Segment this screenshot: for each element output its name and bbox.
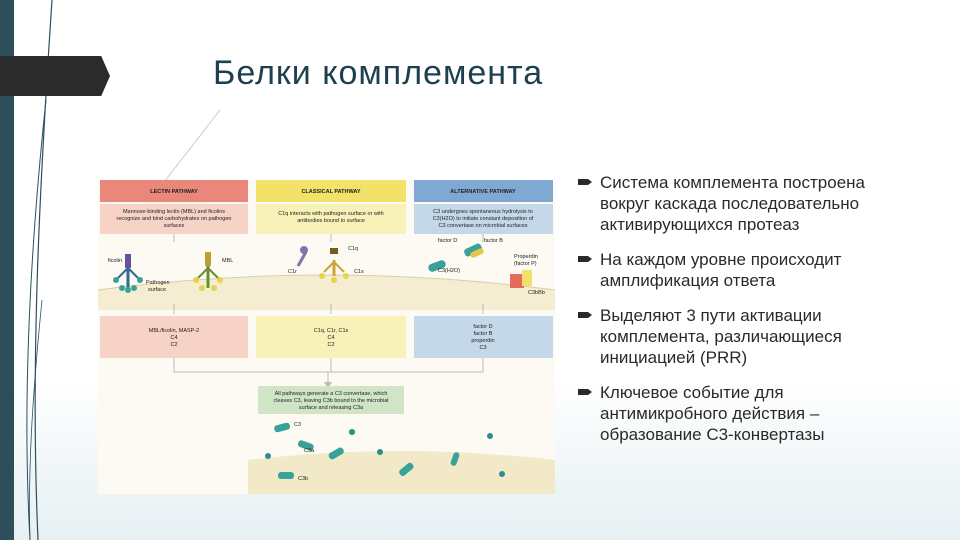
bullet-item: Выделяют 3 пути активации комплемента, р… — [578, 305, 908, 368]
alternative-desc-line3: C3 convertase on microbial surfaces — [439, 223, 528, 229]
ficolin-molecule — [113, 254, 143, 293]
pencil-bullet-icon — [578, 179, 592, 185]
label-c3a: C3a — [304, 448, 315, 454]
result-line3: surface and releasing C3a — [299, 405, 364, 411]
factor-b-molecule — [464, 243, 484, 258]
bullet-item: Ключевое событие для антимикробного дейс… — [578, 382, 908, 445]
label-c3: C3 — [294, 422, 301, 428]
complement-pathways-figure: LECTIN PATHWAY Mannose-binding lectin (M… — [98, 180, 555, 494]
mbl-molecule — [193, 252, 223, 291]
classical-comp1: C1q, C1r, C1s — [314, 328, 349, 334]
lectin-comp2: C4 — [170, 335, 177, 341]
bullet-text: На каждом уровне происходит амплификация… — [600, 250, 842, 290]
label-properdin-alt: (factor P) — [514, 261, 537, 267]
label-surface: surface — [148, 287, 166, 293]
lectin-header-box — [100, 180, 248, 202]
lectin-desc-line1: Mannose-binding lectin (MBL) and ficolin… — [123, 209, 225, 215]
label-c3bbb: C3bBb — [528, 290, 545, 296]
lectin-desc-box — [100, 204, 248, 234]
classical-comp2: C4 — [327, 335, 334, 341]
classical-comp3: C2 — [327, 342, 334, 348]
classical-desc-box — [256, 204, 406, 234]
alternative-comp3: properdin — [471, 338, 494, 344]
left-accent-bar — [0, 0, 14, 540]
bullet-item: На каждом уровне происходит амплификация… — [578, 249, 908, 291]
classical-desc-line1: C1q interacts with pathogen surface or w… — [278, 211, 383, 217]
bullet-list: Система комплемента построена вокруг кас… — [578, 172, 908, 459]
alternative-comp2: factor B — [474, 331, 493, 337]
label-c1q: C1q — [348, 246, 358, 252]
alternative-components-box — [414, 316, 553, 358]
slide-title: Белки комплемента — [213, 54, 544, 92]
lectin-components-box — [100, 316, 248, 358]
label-ficolin: ficolin — [108, 258, 122, 264]
classical-desc-line2: antibodies bound to surface — [297, 218, 365, 224]
alternative-comp1: factor D — [473, 324, 492, 330]
label-c3h2o: C3(H2O) — [438, 268, 460, 274]
label-c1r: C1r — [288, 269, 297, 275]
result-line2: cleaves C3, leaving C3b bound to the mic… — [274, 398, 389, 404]
bullet-item: Система комплемента построена вокруг кас… — [578, 172, 908, 235]
alternative-desc-box — [414, 204, 553, 234]
alternative-comp4: C3 — [479, 345, 486, 351]
classical-header-box — [256, 180, 406, 202]
c3-molecules — [265, 422, 505, 479]
classical-components-box — [256, 316, 406, 358]
bullet-text: Система комплемента построена вокруг кас… — [600, 173, 865, 234]
lectin-comp1: MBL/ficolin, MASP-2 — [149, 328, 199, 334]
lectin-desc-line3: surfaces — [164, 223, 185, 229]
alternative-header: ALTERNATIVE PATHWAY — [450, 189, 516, 195]
title-tab-marker — [0, 56, 110, 96]
label-c1s: C1s — [354, 269, 364, 275]
alternative-desc-line1: C3 undergoes spontaneous hydrolysis to — [433, 209, 533, 215]
lectin-desc-line2: recognize and bind carbohydrates on path… — [117, 216, 232, 222]
alternative-header-box — [414, 180, 553, 202]
label-mbl: MBL — [222, 258, 233, 264]
bullet-text: Ключевое событие для антимикробного дейс… — [600, 383, 825, 444]
label-c3b: C3b — [298, 476, 308, 482]
flow-arrows — [173, 234, 484, 384]
alternative-desc-line2: C3(H2O) to initiate constant deposition … — [433, 216, 534, 222]
lectin-header: LECTIN PATHWAY — [150, 189, 198, 195]
label-factor-b: factor B — [484, 238, 503, 244]
lectin-comp3: C2 — [170, 342, 177, 348]
pencil-bullet-icon — [578, 389, 592, 395]
pencil-bullet-icon — [578, 256, 592, 262]
result-box — [258, 386, 404, 414]
classical-header: CLASSICAL PATHWAY — [301, 189, 360, 195]
pathogen-surface — [98, 275, 555, 310]
result-line1: All pathways generate a C3 convertase, w… — [275, 391, 388, 397]
c3bbb-complex — [510, 270, 532, 288]
label-pathogen: Pathogen — [146, 280, 170, 286]
label-factor-d: factor D — [438, 238, 457, 244]
c1-complex — [296, 246, 349, 283]
label-properdin: Properdin — [514, 254, 538, 260]
bullet-text: Выделяют 3 пути активации комплемента, р… — [600, 306, 842, 367]
c3h2o-molecule — [428, 260, 446, 272]
pencil-bullet-icon — [578, 312, 592, 318]
